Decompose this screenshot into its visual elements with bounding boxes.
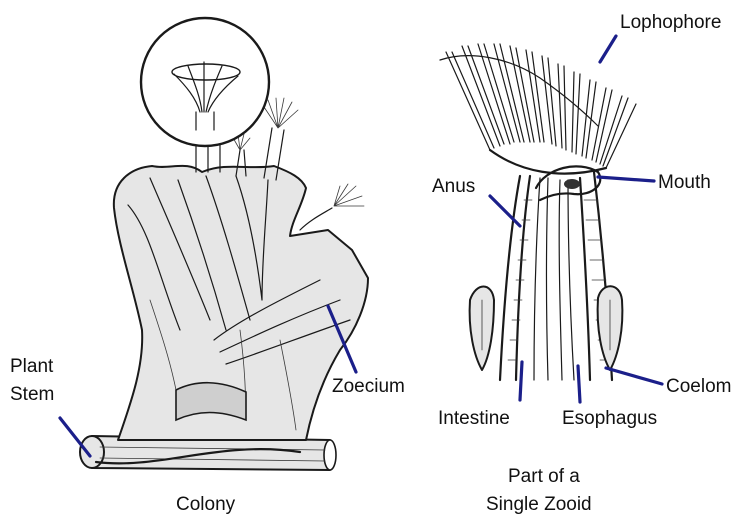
label-plant-stem-line1: Plant [10, 356, 54, 377]
label-zooid-caption-line1: Part of a [508, 466, 580, 487]
label-zooid-caption-line2: Single Zooid [486, 494, 592, 515]
plant-stem-drawing [80, 436, 336, 470]
colony-illustration [80, 18, 368, 470]
label-lophophore: Lophophore [620, 12, 721, 33]
leader-mouth [598, 177, 654, 181]
leader-lophophore [600, 36, 616, 62]
label-zoecium: Zoecium [332, 376, 405, 397]
leader-plant-stem [60, 418, 90, 456]
magnified-zooid-circle [141, 18, 269, 146]
leader-esophagus [578, 366, 580, 402]
lophophore-tentacles [440, 44, 636, 174]
label-plant-stem-line2: Stem [10, 384, 54, 405]
label-intestine: Intestine [438, 408, 510, 429]
label-esophagus: Esophagus [562, 408, 657, 429]
label-anus: Anus [432, 176, 475, 197]
label-coelom: Coelom [666, 376, 731, 397]
zooid-illustration [440, 44, 636, 380]
label-mouth: Mouth [658, 172, 711, 193]
leader-coelom [606, 368, 662, 384]
leader-intestine [520, 362, 522, 400]
colony-body [114, 166, 368, 440]
label-colony: Colony [176, 494, 236, 515]
